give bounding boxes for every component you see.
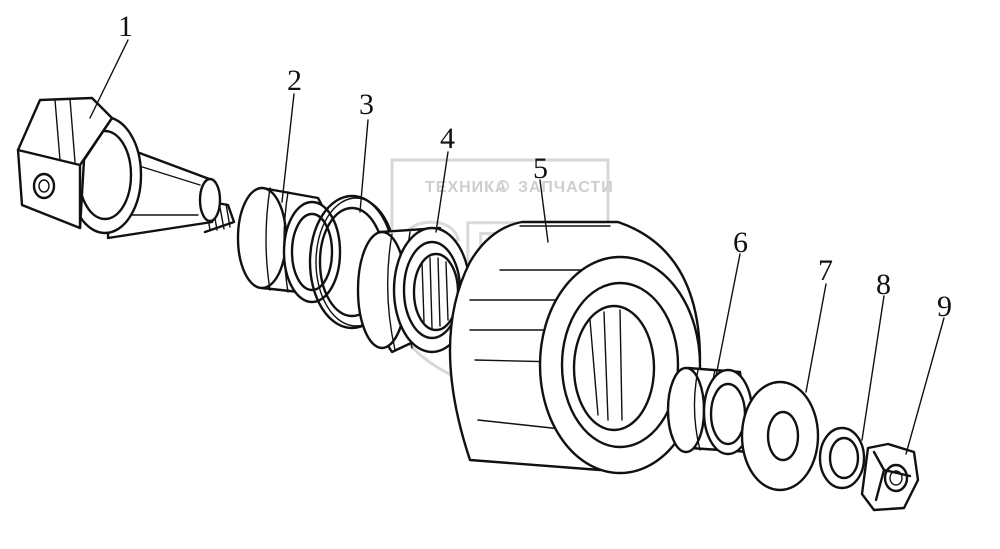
part-5-roller (448, 220, 702, 475)
part-8-spring-washer (818, 426, 866, 490)
callout-6: 6 (733, 226, 748, 259)
callout-1: 1 (118, 10, 133, 43)
watermark-text-left: ТЕХНИКА (425, 179, 508, 196)
callout-8: 8 (876, 268, 891, 301)
part-2-bushing (236, 186, 342, 304)
callout-4: 4 (440, 122, 455, 155)
leader-lines (89, 39, 945, 455)
part-7-flat-washer (740, 380, 820, 492)
callout-9: 9 (937, 290, 952, 323)
callout-3: 3 (359, 88, 374, 121)
part-9-nut (860, 442, 920, 512)
callout-5: 5 (533, 152, 548, 185)
callout-7: 7 (818, 254, 833, 287)
part-1-axle-bolt (16, 96, 236, 240)
part-6-bearing (666, 366, 754, 456)
callout-2: 2 (287, 64, 302, 97)
callout-numbers: 1 2 3 4 5 6 7 8 9 (118, 10, 952, 323)
